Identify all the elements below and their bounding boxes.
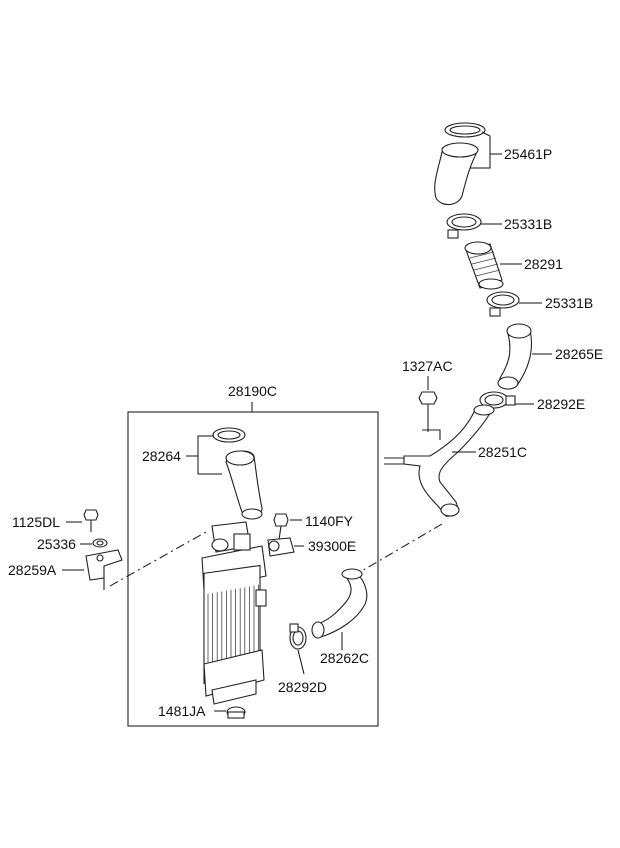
label-1327AC: 1327AC xyxy=(402,358,453,374)
label-28251C: 28251C xyxy=(478,444,527,460)
part-1125DL-bolt xyxy=(83,509,99,532)
connector-28251C-28262C xyxy=(359,523,443,573)
part-28292E-clamp xyxy=(479,391,516,409)
label-28291: 28291 xyxy=(524,256,563,272)
assembly-frame-28190C xyxy=(127,411,379,727)
label-28265E: 28265E xyxy=(555,346,603,362)
leader-25461P xyxy=(470,131,491,169)
label-28262C: 28262C xyxy=(320,650,369,666)
part-1327AC-nut xyxy=(418,391,438,432)
part-1481JA-grommet xyxy=(226,706,246,719)
part-28262C-hose xyxy=(311,568,368,639)
label-1140FY: 1140FY xyxy=(305,513,354,529)
label-25331B-top: 25331B xyxy=(504,216,552,232)
part-28251C-pipe xyxy=(384,404,495,517)
part-25331B-clamp-bottom xyxy=(486,291,520,317)
part-28291-pipe xyxy=(464,241,504,290)
label-1125DL: 1125DL xyxy=(12,514,60,530)
part-25336-washer xyxy=(92,538,108,548)
label-28292D: 28292D xyxy=(278,679,327,695)
part-1140FY-bolt xyxy=(273,513,289,541)
leader-28264 xyxy=(197,435,222,475)
label-28259A: 28259A xyxy=(8,562,57,578)
connector-28259A-intercooler xyxy=(109,531,207,587)
label-25331B-bottom: 25331B xyxy=(545,295,593,311)
part-28265E-hose xyxy=(497,323,533,390)
label-39300E: 39300E xyxy=(308,538,356,554)
label-25461P: 25461P xyxy=(504,146,552,162)
part-intercooler-core xyxy=(201,521,267,705)
label-25336: 25336 xyxy=(37,536,76,552)
label-1481JA: 1481JA xyxy=(158,703,206,719)
part-28264-hose xyxy=(212,427,263,520)
part-25331B-clamp-top xyxy=(446,213,482,239)
label-28190C: 28190C xyxy=(228,383,277,399)
part-28259A-bracket xyxy=(85,549,123,590)
part-28292D-clamp xyxy=(289,623,307,650)
part-25461P-hose xyxy=(434,122,486,206)
label-28264: 28264 xyxy=(142,448,181,464)
part-39300E-sensor xyxy=(267,537,295,557)
label-28292E: 28292E xyxy=(537,396,585,412)
